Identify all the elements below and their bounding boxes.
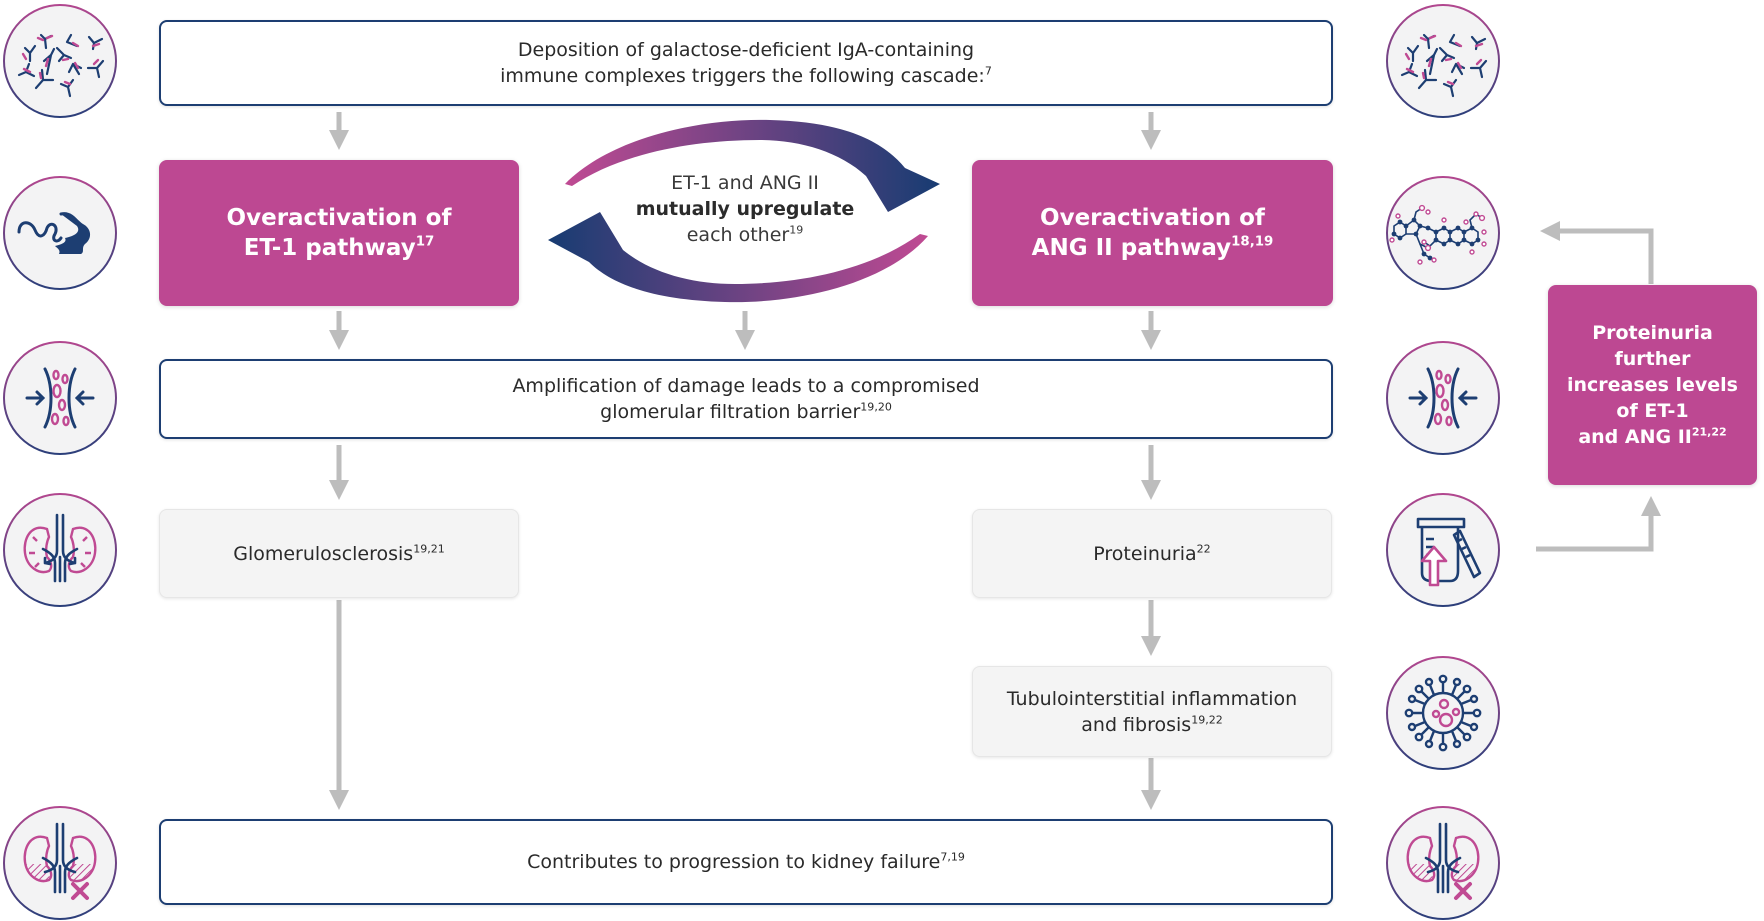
ang2-line2: ANG II pathway xyxy=(1031,235,1232,261)
filtration-barrier-icon xyxy=(1,339,119,457)
et1-line1: Overactivation of xyxy=(226,205,452,231)
protein-chain-icon xyxy=(1,174,119,292)
top-box-line2: immune complexes triggers the following … xyxy=(500,65,985,87)
amplification-line2: glomerular filtration barrier xyxy=(600,401,861,423)
antibodies-icon xyxy=(1,2,119,120)
kidney-failure-icon xyxy=(1,804,119,921)
amplification-line1: Amplification of damage leads to a compr… xyxy=(512,375,980,397)
glomerulosclerosis-label: Glomerulosclerosis xyxy=(233,542,414,565)
ang2-ref: 18,19 xyxy=(1231,234,1274,250)
tubulointerstitial-box: Tubulointerstitial inflammation and fibr… xyxy=(972,666,1332,757)
proteinuria-label: Proteinuria xyxy=(1093,542,1197,565)
loop-line1: ET-1 and ANG II xyxy=(671,172,819,194)
feedback-line5: and ANG II xyxy=(1578,426,1692,448)
tubulo-line2: and fibrosis xyxy=(1081,713,1192,736)
top-box-line1: Deposition of galactose-deficient IgA-co… xyxy=(517,39,975,61)
mutual-upregulation-text: ET-1 and ANG II mutually upregulate each… xyxy=(620,170,870,248)
kidney-failure-icon-right xyxy=(1384,804,1502,921)
feedback-line2: further xyxy=(1614,348,1691,370)
kidney-icon xyxy=(1,491,119,609)
ang2-pathway-box: Overactivation of ANG II pathway18,19 xyxy=(972,160,1333,306)
urine-sample-icon xyxy=(1384,491,1502,609)
et1-line2: ET-1 pathway xyxy=(243,235,416,261)
loop-line2: mutually upregulate xyxy=(635,198,855,220)
arrow-urine-to-feedback-box xyxy=(1536,496,1661,552)
proteinuria-feedback-box: Proteinuria further increases levels of … xyxy=(1548,285,1757,485)
top-box-ref: 7 xyxy=(984,64,992,78)
feedback-line4: of ET-1 xyxy=(1616,400,1689,422)
loop-ref: 19 xyxy=(789,223,804,237)
antibodies-icon-right xyxy=(1384,2,1502,120)
immune-complex-deposition-box: Deposition of galactose-deficient IgA-co… xyxy=(159,20,1333,106)
glomerulosclerosis-box: Glomerulosclerosis19,21 xyxy=(159,509,519,598)
et1-ref: 17 xyxy=(415,234,435,250)
tubulo-line1: Tubulointerstitial inflammation xyxy=(1006,687,1298,710)
ang2-line1: Overactivation of xyxy=(1040,205,1265,231)
amplification-damage-box: Amplification of damage leads to a compr… xyxy=(159,359,1333,439)
kidney-failure-label: Contributes to progression to kidney fai… xyxy=(527,851,941,873)
kidney-failure-box: Contributes to progression to kidney fai… xyxy=(159,819,1333,905)
molecule-icon xyxy=(1384,174,1502,292)
proteinuria-box: Proteinuria22 xyxy=(972,509,1332,598)
loop-line3: each other xyxy=(686,224,790,246)
glomerulosclerosis-ref: 19,21 xyxy=(413,541,445,555)
arrow-feedback-box-to-molecule xyxy=(1540,221,1654,284)
proteinuria-ref: 22 xyxy=(1196,541,1211,555)
kidney-failure-ref: 7,19 xyxy=(940,850,965,864)
inflammation-cell-icon xyxy=(1384,654,1502,772)
amplification-ref: 19,20 xyxy=(860,400,892,414)
filtration-barrier-icon-right xyxy=(1384,339,1502,457)
feedback-line1: Proteinuria xyxy=(1592,322,1713,344)
feedback-line3: increases levels xyxy=(1567,374,1738,396)
feedback-ref: 21,22 xyxy=(1691,425,1727,439)
tubulo-ref: 19,22 xyxy=(1191,712,1223,726)
et1-pathway-box: Overactivation of ET-1 pathway17 xyxy=(159,160,519,306)
